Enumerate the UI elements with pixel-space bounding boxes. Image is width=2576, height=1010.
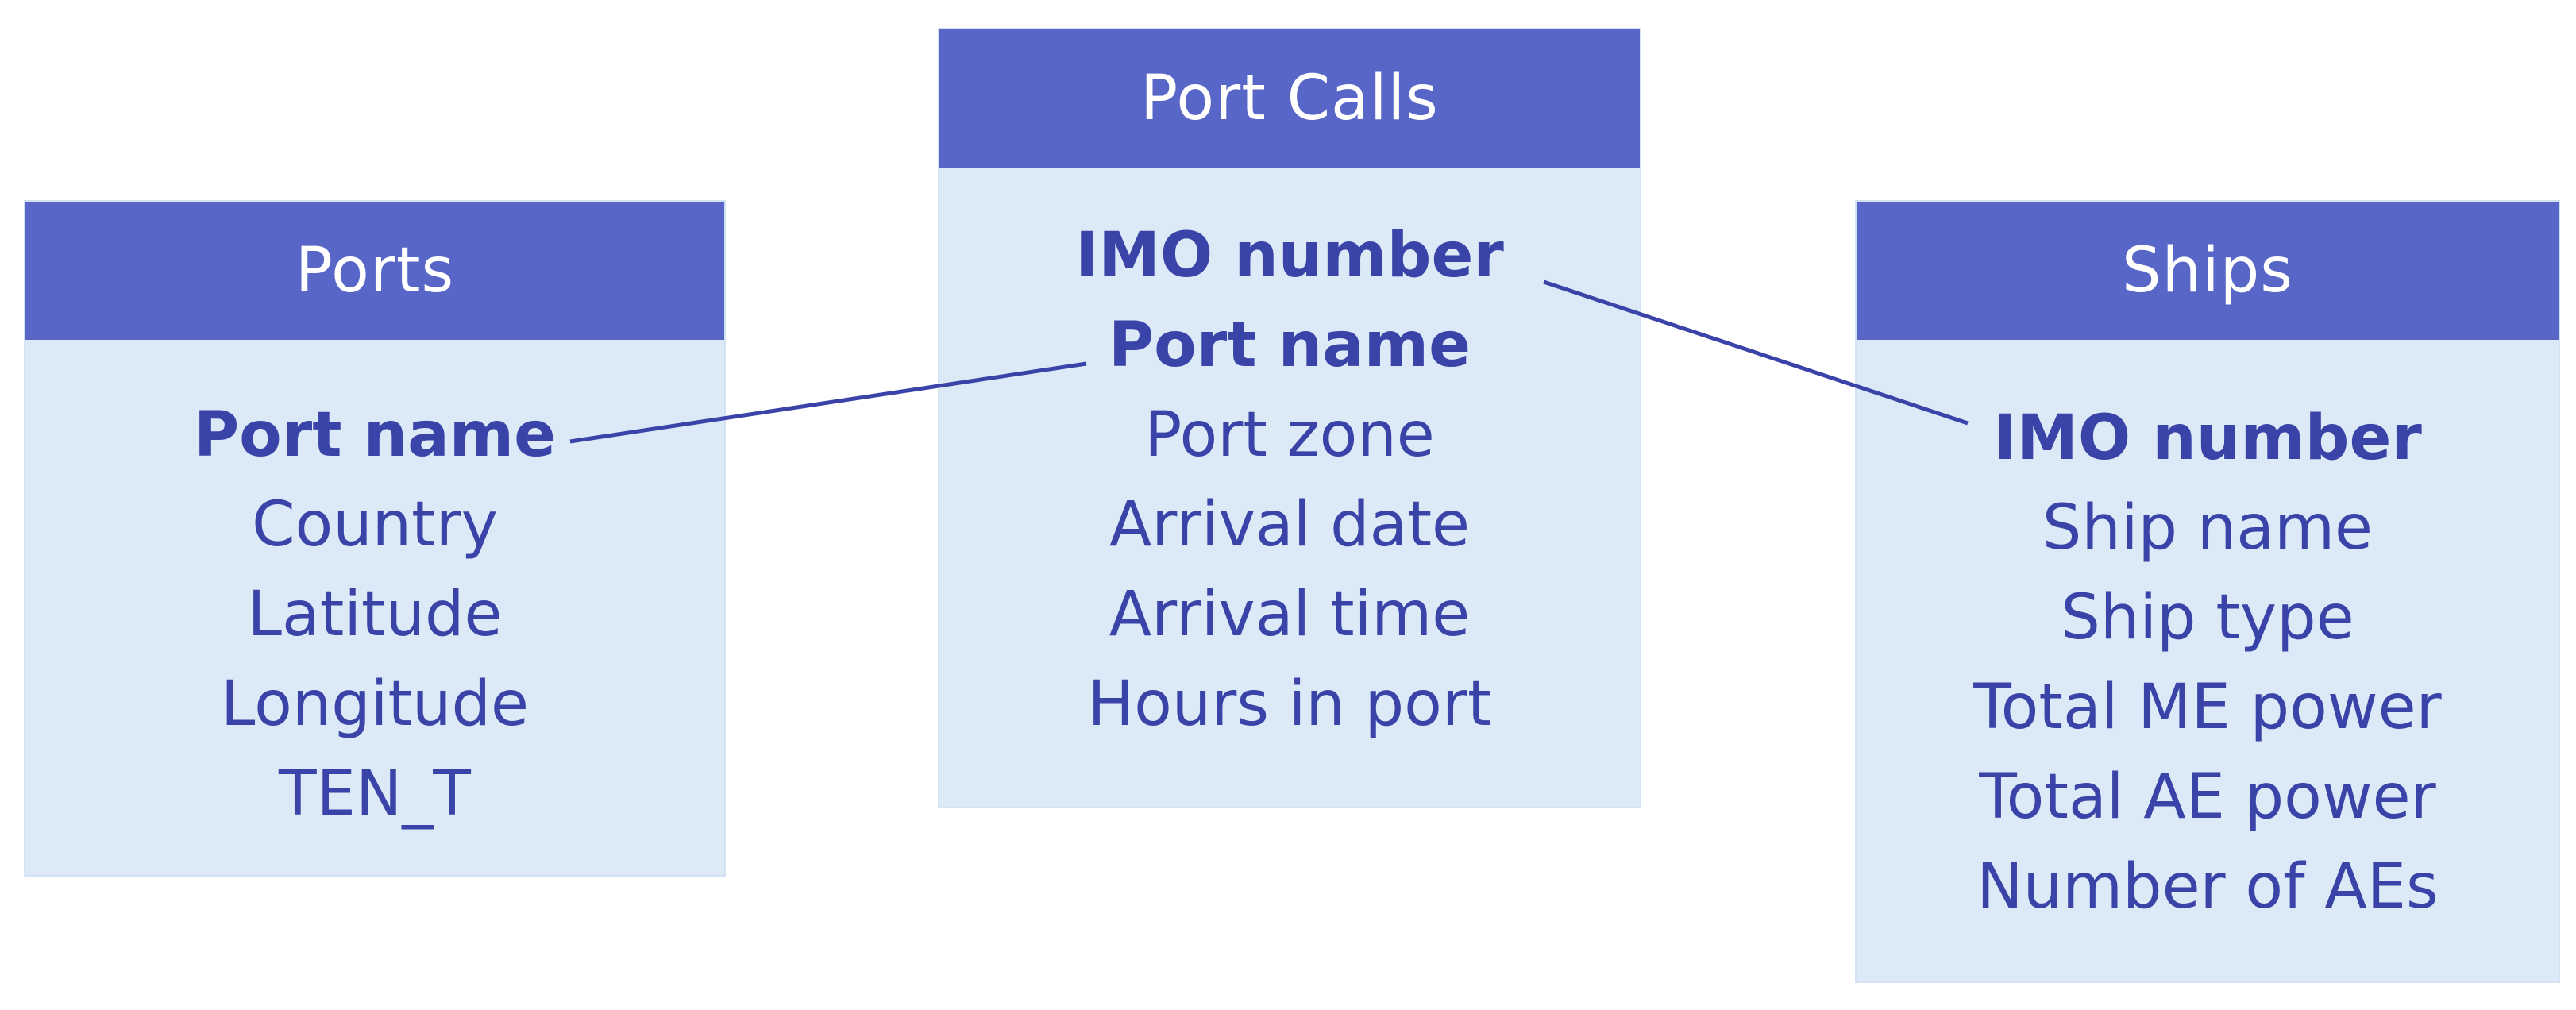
ships-field-number-of-aes: Number of AEs xyxy=(1976,851,2439,923)
ships-field-list: IMO number Ship name Ship type Total ME … xyxy=(1857,394,2559,932)
ports-field-port-name: Port name xyxy=(193,399,556,471)
ports-field-latitude: Latitude xyxy=(247,579,503,650)
ports-title: Ports xyxy=(25,202,724,340)
ships-field-total-me-power: Total ME power xyxy=(1973,672,2442,743)
ships-field-imo-number: IMO number xyxy=(1993,403,2422,474)
port-calls-field-port-name: Port name xyxy=(1108,310,1471,381)
port-calls-field-list: IMO number Port name Port zone Arrival d… xyxy=(939,211,1640,750)
ships-entity: Ships IMO number Ship name Ship type Tot… xyxy=(1855,200,2560,983)
port-calls-field-port-zone: Port zone xyxy=(1144,399,1435,471)
port-calls-field-arrival-time: Arrival time xyxy=(1109,579,1471,650)
ports-field-country: Country xyxy=(252,489,498,561)
ports-field-ten-t: TEN_T xyxy=(279,758,471,830)
port-calls-field-imo-number: IMO number xyxy=(1075,220,1504,291)
ships-field-ship-type: Ship type xyxy=(2061,582,2354,653)
port-calls-entity: Port Calls IMO number Port name Port zon… xyxy=(938,28,1641,808)
ports-field-list: Port name Country Latitude Longitude TEN… xyxy=(25,391,724,839)
ports-entity: Ports Port name Country Latitude Longitu… xyxy=(24,200,726,877)
ships-field-ship-name: Ship name xyxy=(2042,492,2374,564)
ships-field-total-ae-power: Total AE power xyxy=(1979,761,2436,833)
port-calls-field-arrival-date: Arrival date xyxy=(1109,489,1471,561)
ships-title: Ships xyxy=(1857,202,2559,340)
port-calls-title: Port Calls xyxy=(939,29,1640,168)
port-calls-field-hours-in-port: Hours in port xyxy=(1087,669,1492,740)
ports-field-longitude: Longitude xyxy=(221,669,529,740)
